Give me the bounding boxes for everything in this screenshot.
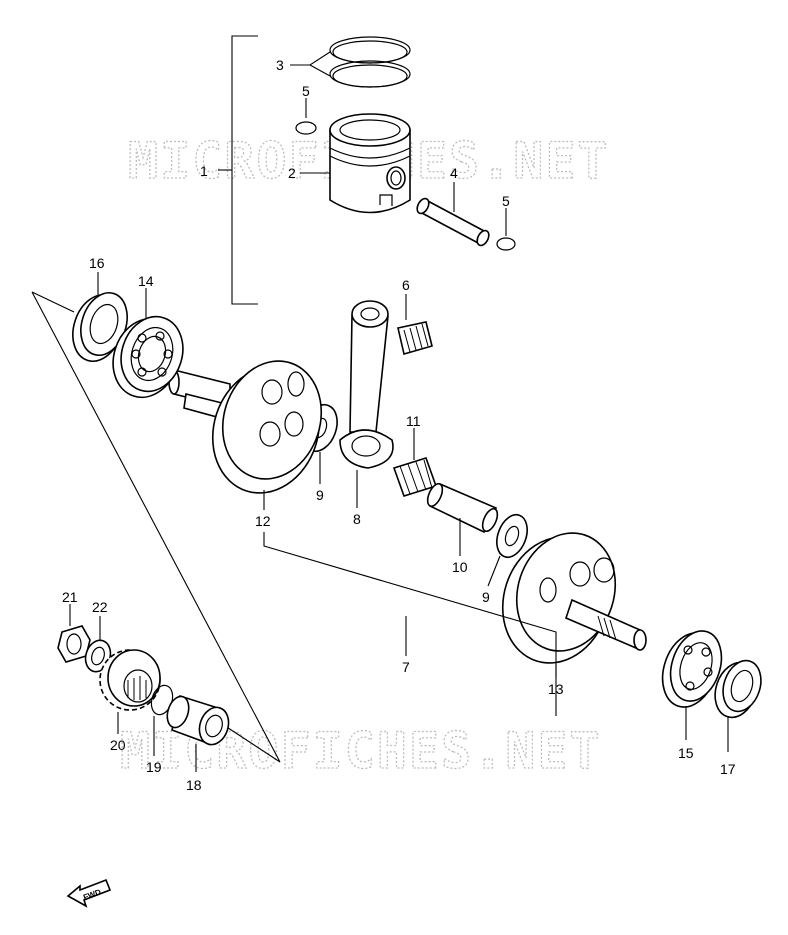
bearing-right [661,630,723,708]
callout-6: 6 [402,277,410,293]
piston-rings [329,36,411,88]
crankshaft-left-half [168,360,323,494]
callout-5-lower: 5 [502,193,510,209]
callout-4: 4 [450,165,458,181]
callout-1: 1 [200,163,208,179]
big-end-bearing [392,457,438,497]
bracket-crank-assembly [263,532,557,716]
crank-pin [426,482,499,534]
callout-13: 13 [548,681,564,697]
callout-9-right: 9 [482,589,490,605]
callout-17: 17 [720,761,736,777]
washer [84,639,112,673]
piston [329,113,411,214]
callout-10: 10 [452,559,468,575]
oil-seal-right [714,659,762,719]
connecting-rod [339,300,394,469]
circlip-upper [295,121,317,135]
bearing-left [112,315,184,399]
callout-20: 20 [110,737,126,753]
callout-2: 2 [288,165,296,181]
callout-16: 16 [89,255,105,271]
callout-14: 14 [138,273,154,289]
thrust-washer-right [496,513,528,559]
callout-5-upper: 5 [302,83,310,99]
circlip-lower [496,237,516,251]
oil-seal-left [72,292,128,362]
callout-3: 3 [276,57,284,73]
spacer [166,694,230,746]
callout-7: 7 [402,659,410,675]
callout-8: 8 [353,511,361,527]
forward-arrow-icon: FWD [66,878,112,908]
callout-11: 11 [406,413,421,429]
piston-pin [416,197,490,247]
crankshaft-right-half [501,532,647,664]
primary-gear [99,649,161,711]
callout-18: 18 [186,777,202,793]
leader-9b [487,555,501,587]
callout-21: 21 [62,589,78,605]
callout-15: 15 [678,745,694,761]
callout-12: 12 [255,513,271,529]
callout-22: 22 [92,599,108,615]
callout-19: 19 [146,759,162,775]
callout-9-left: 9 [316,487,324,503]
leader-3 [290,51,331,77]
small-end-bearing [397,321,433,356]
